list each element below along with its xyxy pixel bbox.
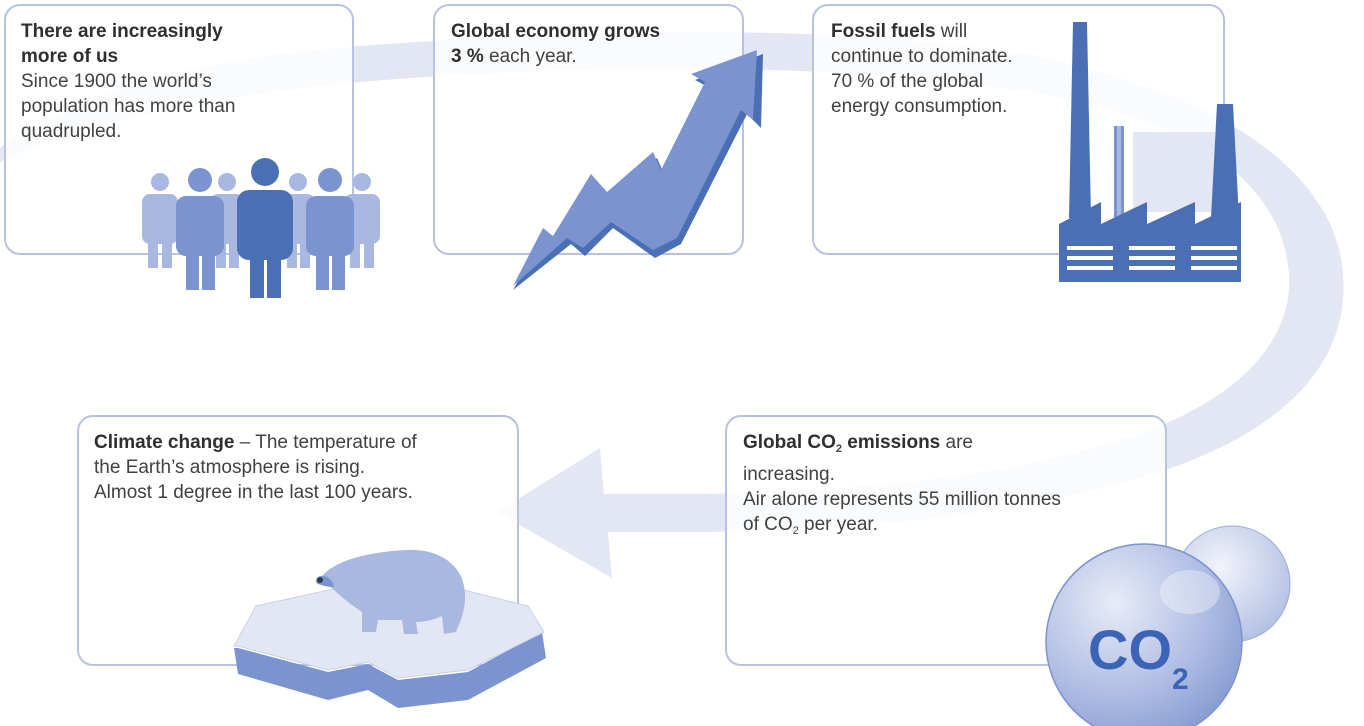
population-body-line2: population has more than [21, 96, 236, 117]
emissions-body-line4-sub: 2 [792, 525, 799, 537]
economy-title: Global economy grows [451, 21, 661, 42]
climate-body-line2: the Earth’s atmosphere is rising. [94, 457, 366, 478]
fossil-text: Fossil fuels will continue to dominate. … [831, 19, 1013, 119]
economy-body: each year. [483, 46, 577, 67]
fossil-body-line1: will [935, 21, 968, 42]
fossil-card [812, 4, 1225, 255]
fossil-body-line4: energy consumption. [831, 96, 1008, 117]
climate-body-line1: – The temperature of [234, 432, 417, 453]
polar-bear-icon [233, 549, 546, 708]
emissions-title-b: emissions [842, 432, 941, 453]
emissions-title-sub: 2 [835, 443, 843, 455]
economy-text: Global economy grows 3 % each year. [451, 19, 660, 69]
rising-arrow-icon [513, 50, 763, 290]
population-title-line2: more of us [21, 46, 119, 67]
population-body-line3: quadrupled. [21, 121, 122, 142]
fossil-body-line2: continue to dominate. [831, 46, 1013, 67]
co2-bubble-label: CO2 [1088, 617, 1189, 697]
co2-bubble-subscript: 2 [1172, 663, 1189, 696]
co2-bubble-text: CO [1088, 618, 1172, 681]
emissions-body-line2: increasing. [743, 464, 835, 485]
factory-icon [1059, 22, 1241, 282]
fossil-title: Fossil fuels [831, 21, 936, 42]
emissions-body-line4-b: per year. [798, 514, 878, 535]
climate-body-line3: Almost 1 degree in the last 100 years. [94, 482, 413, 503]
emissions-text: Global CO2 emissions are increasing. Air… [743, 430, 1061, 544]
fossil-body-line3: 70 % of the global [831, 71, 984, 92]
emissions-body-a: are [940, 432, 973, 453]
emissions-body-line3: Air alone represents 55 million tonnes [743, 489, 1061, 510]
population-text: There are increasingly more of us Since … [21, 19, 235, 144]
economy-value: 3 % [451, 46, 484, 67]
climate-text: Climate change – The temperature of the … [94, 430, 417, 505]
climate-title: Climate change [94, 432, 235, 453]
people-icon [142, 158, 380, 298]
population-title-line1: There are increasingly [21, 21, 223, 42]
emissions-title-a: Global CO [743, 432, 836, 453]
co2-bubble-icon [1045, 525, 1291, 726]
population-body-line1: Since 1900 the world’s [21, 71, 212, 92]
emissions-body-line4-a: of CO [743, 514, 793, 535]
